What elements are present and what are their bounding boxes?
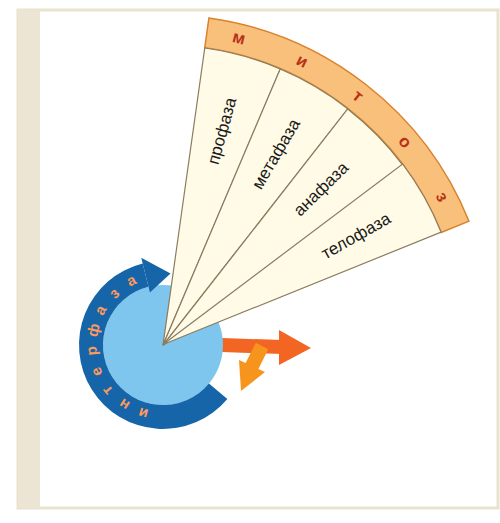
letter: н: [116, 396, 132, 414]
letter: т: [349, 87, 366, 106]
return-arrow-shaft: [251, 346, 262, 368]
panel-strip: [18, 10, 40, 508]
letter: и: [137, 406, 150, 423]
letter: ф: [84, 322, 101, 338]
letter: а: [92, 302, 109, 317]
exit-arrow-head: [279, 330, 311, 365]
phase-wedge: [160, 161, 444, 348]
letter: а: [124, 272, 138, 289]
panel-frame: [18, 10, 498, 508]
letter: з: [106, 285, 122, 301]
letter: е: [88, 366, 105, 379]
letter: м: [231, 29, 247, 49]
letter: о: [395, 132, 415, 151]
exit-arrow-shaft: [222, 345, 282, 347]
phase-label: интерфаза: [69, 251, 257, 439]
letter: и: [293, 51, 310, 71]
letter: з: [433, 189, 452, 204]
letter: т: [99, 383, 115, 398]
phase-wedge: телофаза: [160, 161, 444, 348]
interphase-circle: интерфаза: [69, 251, 257, 439]
wedge-outline: [163, 109, 403, 345]
cycle-arrow-head: [141, 258, 170, 293]
return-arrow-head: [239, 360, 265, 391]
letter: р: [83, 346, 99, 356]
wedge-outline: [163, 164, 441, 345]
mitosis-fan: митозпрофазаметафазаанафазателофаза: [160, 15, 472, 348]
